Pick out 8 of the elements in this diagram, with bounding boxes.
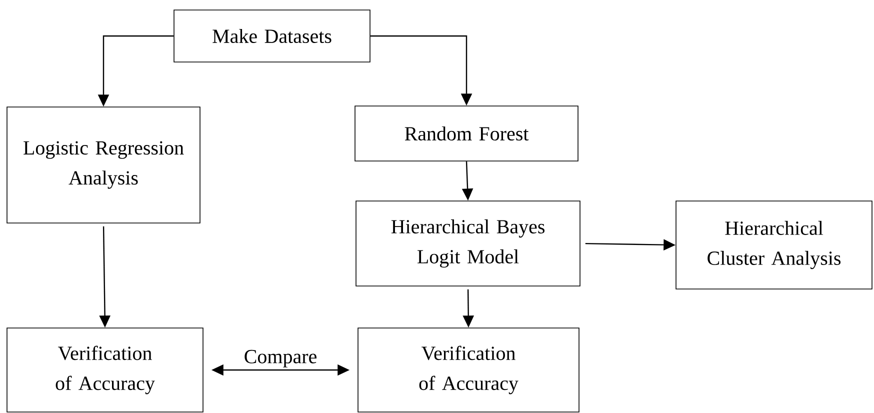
process-box: Verification of Accuracy — [6, 328, 204, 412]
process-box: Hierarchical Bayes Logit Model — [356, 200, 580, 286]
process-box: Hierarchical Cluster Analysis — [676, 200, 872, 290]
process-box: Make Datasets — [174, 10, 370, 62]
process-box: Random Forest — [354, 106, 578, 162]
process-box: Verification of Accuracy — [358, 328, 580, 412]
edge-label: Compare — [242, 348, 318, 368]
process-box: Logistic Regression Analysis — [6, 106, 200, 224]
